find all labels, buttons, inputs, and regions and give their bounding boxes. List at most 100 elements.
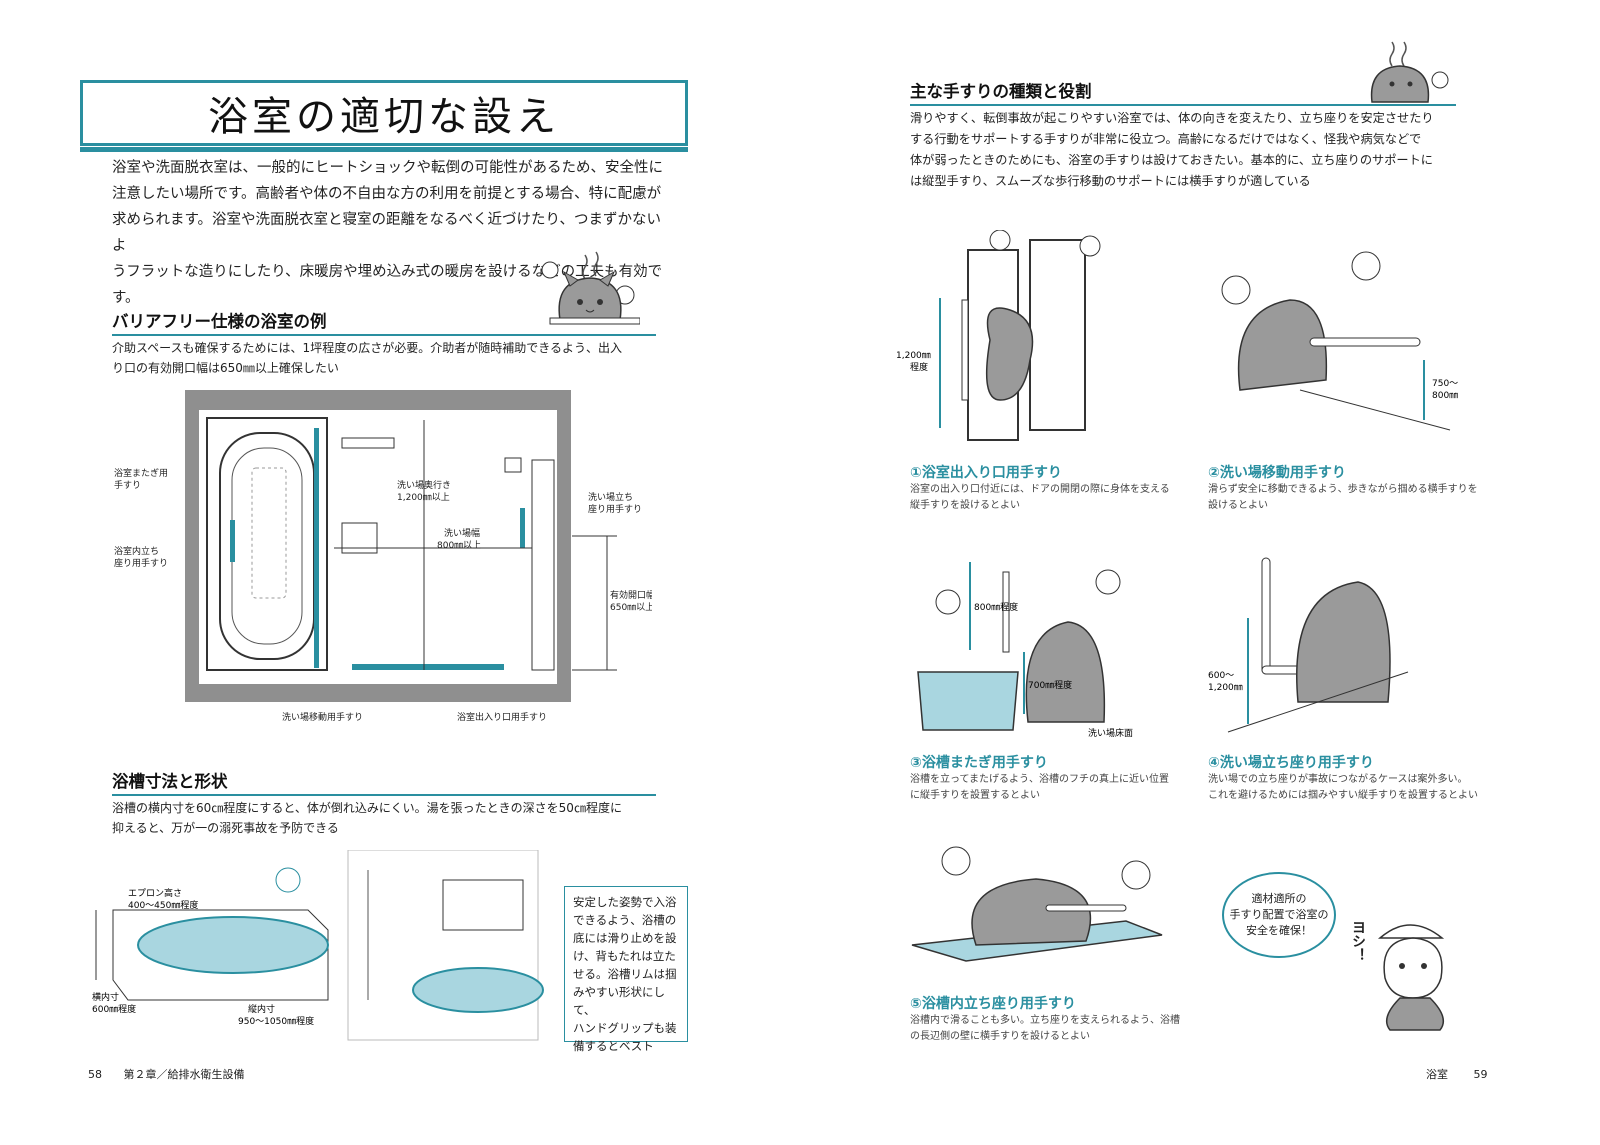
dim-width: 横内寸 [92, 991, 119, 1003]
illustration-entrance-handrail: 1,200㎜ 程度 [896, 230, 1101, 441]
item-text-line: 縦手すりを設けるとよい [910, 500, 1020, 511]
item-title: ③浴槽またぎ用手すり [910, 755, 1048, 771]
cat-peeking-illustration [541, 251, 640, 325]
item-text-line: 浴室の出入り口付近には、ドアの開閉の際に身体を支える [910, 484, 1170, 495]
intro-line: する行動をサポートする手すりが非常に役立つ。高齢になるだけではなく、怪我や病気な… [910, 132, 1422, 146]
intro-line: 注意したい場所です。高齢者や体の不自由な方の利用を前提とする場合、特に配慮が [112, 186, 662, 202]
item-3: ③浴槽またぎ用手すり 浴槽を立ってまたげるよう、浴槽のフチの真上に近い位置 に縦… [910, 752, 1190, 804]
item-5: ⑤浴槽内立ち座り用手すり 浴槽内で滑ることも多い。立ち座りを支えられるよう、浴槽… [910, 993, 1190, 1045]
plan-label-tub-stand: 浴室内立ち [114, 545, 159, 557]
intro-line: 求められます。浴室や洗面脱衣室と寝室の距離をなるべく近づけたり、つまずかないよ [112, 212, 661, 254]
plan-label-tub-cross-2: 手すり [114, 479, 141, 491]
plan-label-tub-stand-2: 座り用手すり [114, 557, 168, 569]
item-text-line: 浴槽内で滑ることも多い。立ち座りを支えられるよう、浴槽 [910, 1015, 1180, 1026]
item-title: ①浴室出入り口用手すり [910, 465, 1062, 481]
page-number-left: 58 [88, 1068, 102, 1081]
plan-label-width-2: 800㎜以上 [437, 540, 481, 551]
bathtub-dimension-illustration: エプロン高さ 400〜450㎜程度 横内寸 600㎜程度 縦内寸 950〜105… [92, 850, 544, 1041]
dim-tub-cross-lower: 700㎜程度 [1028, 679, 1072, 691]
note-line: できるよう、浴槽の [573, 913, 677, 927]
plan-label-wash-stand: 洗い場立ち [588, 491, 633, 503]
item-title: ⑤浴槽内立ち座り用手すり [910, 996, 1076, 1012]
plan-label-wash-stand-2: 座り用手すり [588, 503, 642, 515]
item-title: ②洗い場移動用手すり [1208, 465, 1346, 481]
item-title: ④洗い場立ち座り用手すり [1208, 755, 1374, 771]
text-line: 浴槽の横内寸を60㎝程度にすると、体が倒れ込みにくい。湯を張ったときの深さを50… [112, 801, 622, 815]
intro-paragraph: 浴室や洗面脱衣室は、一般的にヒートショックや転倒の可能性があるため、安全性に 注… [112, 155, 672, 311]
tub-antislip-dots [251, 467, 287, 599]
section-heading-barrierfree: バリアフリー仕様の浴室の例 [112, 308, 656, 336]
dim-wash-stand: 600〜 [1208, 671, 1234, 681]
bubble-line: 手すり配置で浴室の [1229, 908, 1329, 921]
dim-apron: エプロン高さ [128, 887, 182, 899]
section-text-tub-size: 浴槽の横内寸を60㎝程度にすると、体が倒れ込みにくい。湯を張ったときの深さを50… [112, 798, 672, 838]
dim-wash-move-2: 800㎜ [1432, 391, 1458, 401]
section-label: 浴室 [1426, 1068, 1448, 1081]
handrails-intro: 滑りやすく、転倒事故が起こりやすい浴室では、体の向きを変えたり、立ち座りを安定さ… [910, 108, 1470, 192]
text-line: 介助スペースも確保するためには、1坪程度の広さが必要。介助者が随時補助できるよう… [112, 341, 622, 355]
item-text-line: 洗い場での立ち座りが事故につながるケースは案外多い。 [1208, 774, 1468, 785]
item-2: ②洗い場移動用手すり 滑らず安全に移動できるよう、歩きながら掴める横手すりを 設… [1208, 462, 1498, 514]
tub-note-box: 安定した姿勢で入浴 できるよう、浴槽の 底には滑り止めを設 け、背もたれは立た … [564, 886, 688, 1053]
illustration-tub-stand-handrail [911, 846, 1163, 962]
page-title: 浴室の適切な設え [80, 80, 688, 152]
illustration-tub-cross-handrail: 800㎜程度 700㎜程度 洗い場床面 [917, 562, 1133, 739]
cat-shout: ヨシ！ [1350, 920, 1366, 962]
right-footer: 浴室 59 [1426, 1066, 1488, 1082]
plan-label-tub-cross: 浴室またぎ用 [114, 467, 168, 479]
item-text-line: に縦手すりを設置するとよい [910, 790, 1040, 801]
plan-label-opening-2: 650㎜以上 [610, 602, 652, 613]
dim-width-2: 600㎜程度 [92, 1003, 136, 1015]
dim-length-2: 950〜1050㎜程度 [238, 1015, 314, 1027]
item-text-line: の長辺側の壁に横手すりを設けるとよい [910, 1031, 1090, 1042]
item-4: ④洗い場立ち座り用手すり 洗い場での立ち座りが事故につながるケースは案外多い。 … [1208, 752, 1498, 804]
intro-line: 浴室や洗面脱衣室は、一般的にヒートショックや転倒の可能性があるため、安全性に [112, 160, 663, 176]
plan-label-entrance: 浴室出入り口用手すり [457, 711, 547, 723]
section-heading-handrails: 主な手すりの種類と役割 [910, 78, 1456, 106]
note-line: ハンドグリップも装 [573, 1021, 677, 1035]
plan-label-depth: 洗い場奥行き [397, 479, 451, 491]
dim-length: 縦内寸 [248, 1003, 275, 1015]
dim-floor: 洗い場床面 [1088, 727, 1133, 739]
plan-label-wash-move: 洗い場移動用手すり [282, 711, 363, 723]
dim-entrance: 1,200㎜ [896, 351, 931, 361]
plan-label-opening: 有効開口幅 [610, 589, 652, 601]
item-text-line: これを避けるためには掴みやすい縦手すりを設置するとよい [1208, 790, 1478, 801]
bathroom-floor-plan: 浴室またぎ用 手すり 浴室内立ち 座り用手すり 洗い場立ち 座り用手すり 洗い場… [114, 390, 652, 723]
plan-label-width: 洗い場幅 [444, 527, 480, 539]
plan-label-depth-2: 1,200㎜以上 [397, 492, 450, 503]
item-text-line: 設けるとよい [1208, 500, 1268, 511]
intro-line: は縦型手すり、スムーズな歩行移動のサポートには横手すりが適している [910, 174, 1311, 188]
text-line: り口の有効開口幅は650㎜以上確保したい [112, 361, 339, 375]
page-number-right: 59 [1473, 1068, 1488, 1081]
mascot-cat-illustration [1377, 924, 1445, 1031]
left-footer: 58 第２章／給排水衛生設備 [88, 1066, 245, 1082]
chapter-label: 第２章／給排水衛生設備 [123, 1068, 245, 1081]
item-text-line: 滑らず安全に移動できるよう、歩きながら掴める横手すりを [1208, 484, 1478, 495]
item-text-line: 浴槽を立ってまたげるよう、浴槽のフチの真上に近い位置 [910, 774, 1169, 785]
dim-entrance-2: 程度 [910, 361, 928, 373]
dim-tub-cross-upper: 800㎜程度 [974, 601, 1018, 613]
note-line: 底には滑り止めを設 [573, 931, 677, 945]
item-1: ①浴室出入り口用手すり 浴室の出入り口付近には、ドアの開閉の際に身体を支える 縦… [910, 462, 1190, 514]
dim-wash-move: 750〜 [1432, 379, 1458, 389]
illustration-wash-stand-handrail: 600〜 1,200㎜ [1208, 557, 1409, 733]
text-line: 抑えると、万が一の溺死事故を予防できる [112, 821, 339, 835]
section-text-barrierfree: 介助スペースも確保するためには、1坪程度の広さが必要。介助者が随時補助できるよう… [112, 338, 672, 378]
note-line: 安定した姿勢で入浴 [573, 895, 677, 909]
intro-line: うフラットな造りにしたり、床暖房や埋め込み式の暖房を設けるなどの工夫も有効です。 [112, 264, 663, 306]
note-line: みやすい形状にして、 [573, 985, 665, 1017]
note-line: け、背もたれは立た [573, 949, 676, 963]
cat-steam-illustration [1370, 41, 1449, 103]
section-heading-tub-size: 浴槽寸法と形状 [112, 768, 656, 796]
intro-line: 滑りやすく、転倒事故が起こりやすい浴室では、体の向きを変えたり、立ち座りを安定さ… [910, 111, 1434, 125]
intro-line: 体が弱ったときのためにも、浴室の手すりは設けておきたい。基本的に、立ち座りのサポ… [910, 153, 1433, 167]
dim-apron-2: 400〜450㎜程度 [128, 899, 198, 911]
bubble-line: 安全を確保！ [1246, 924, 1312, 937]
illustration-wash-move-handrail: 750〜 800㎜ [1221, 251, 1458, 431]
note-line: せる。浴槽リムは掴 [573, 967, 677, 981]
note-line: 備するとベスト [573, 1039, 654, 1053]
bubble-line: 適材適所の [1251, 892, 1307, 905]
speech-bubble: 適材適所の 手すり配置で浴室の 安全を確保！ [1222, 872, 1336, 958]
dim-wash-stand-2: 1,200㎜ [1208, 683, 1243, 693]
